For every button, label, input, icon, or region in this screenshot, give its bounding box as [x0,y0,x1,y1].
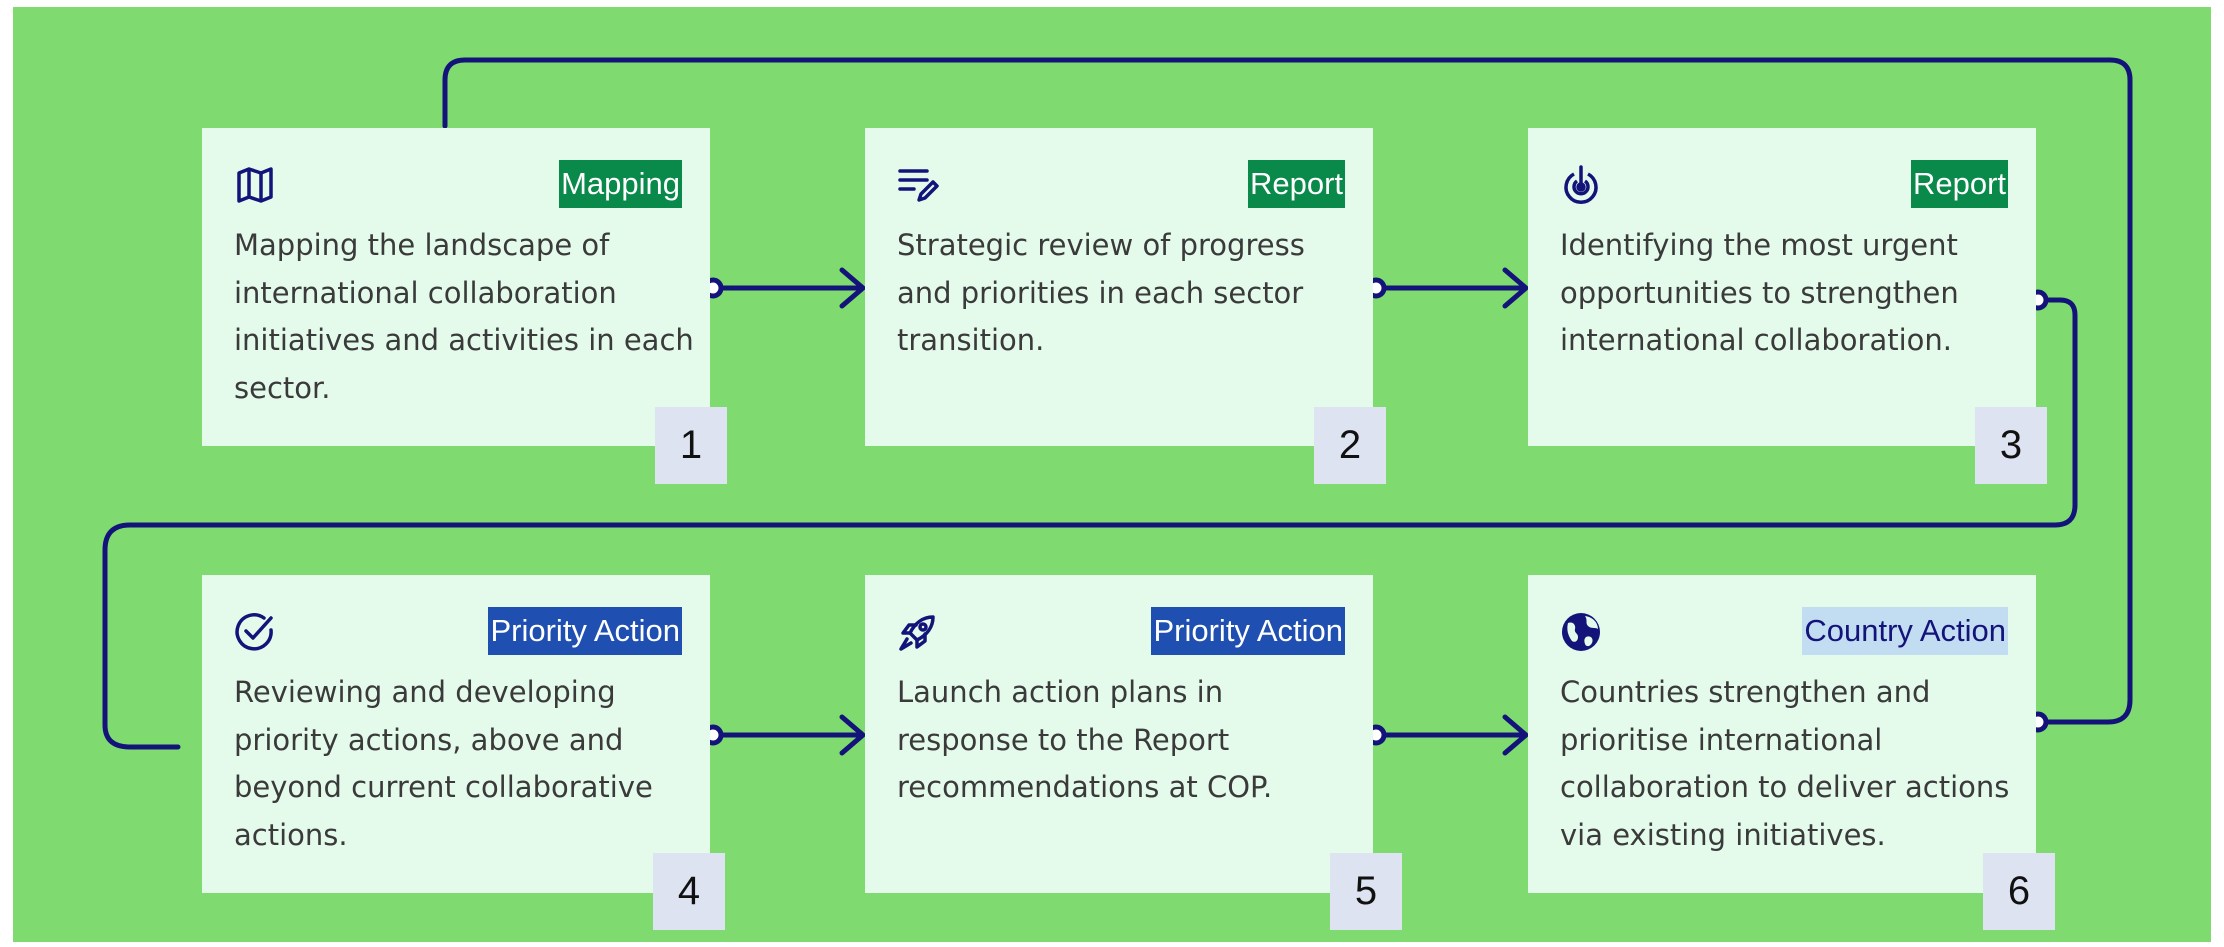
connector-3-to-4 [102,297,2078,750]
step-description: Countries strengthen and prioritise inte… [1560,675,2010,852]
step-number-badge: 1 [655,407,727,484]
step-card-4: Priority Action Reviewing and developing… [202,575,710,893]
step-description: Launch action plans in response to the R… [897,675,1273,804]
rocket-icon [897,611,939,653]
step-number-badge: 4 [653,853,725,930]
step-number-badge: 6 [1983,853,2055,930]
step-number-badge: 3 [1975,407,2047,484]
arrow-5-to-6 [1373,714,1529,756]
arrow-4-to-5 [710,714,866,756]
category-tag: Country Action [1802,607,2008,655]
step-description: Reviewing and developing priority action… [234,675,653,852]
step-card-1: Mapping Mapping the landscape of interna… [202,128,710,446]
target-icon [1560,164,1602,206]
category-tag: Priority Action [488,607,682,655]
step-description: Identifying the most urgent opportunitie… [1560,228,1959,357]
step-card-6: Country Action Countries strengthen and … [1528,575,2036,893]
step-card-3: Report Identifying the most urgent oppor… [1528,128,2036,446]
category-tag: Mapping [559,160,682,208]
step-number-badge: 5 [1330,853,1402,930]
step-description: Strategic review of progress and priorit… [897,228,1305,357]
map-icon [234,164,276,206]
connector-loop-1-to-6 [442,57,2133,725]
step-description: Mapping the landscape of international c… [234,228,694,405]
globe-icon [1560,611,1602,653]
category-tag: Priority Action [1151,607,1345,655]
arrow-1-to-2 [710,267,866,309]
step-card-5: Priority Action Launch action plans in r… [865,575,1373,893]
notes-pen-icon [897,164,939,206]
check-circle-icon [234,611,276,653]
category-tag: Report [1247,160,1345,208]
category-tag: Report [1910,160,2008,208]
step-card-2: Report Strategic review of progress and … [865,128,1373,446]
arrow-2-to-3 [1373,267,1529,309]
step-number-badge: 2 [1314,407,1386,484]
